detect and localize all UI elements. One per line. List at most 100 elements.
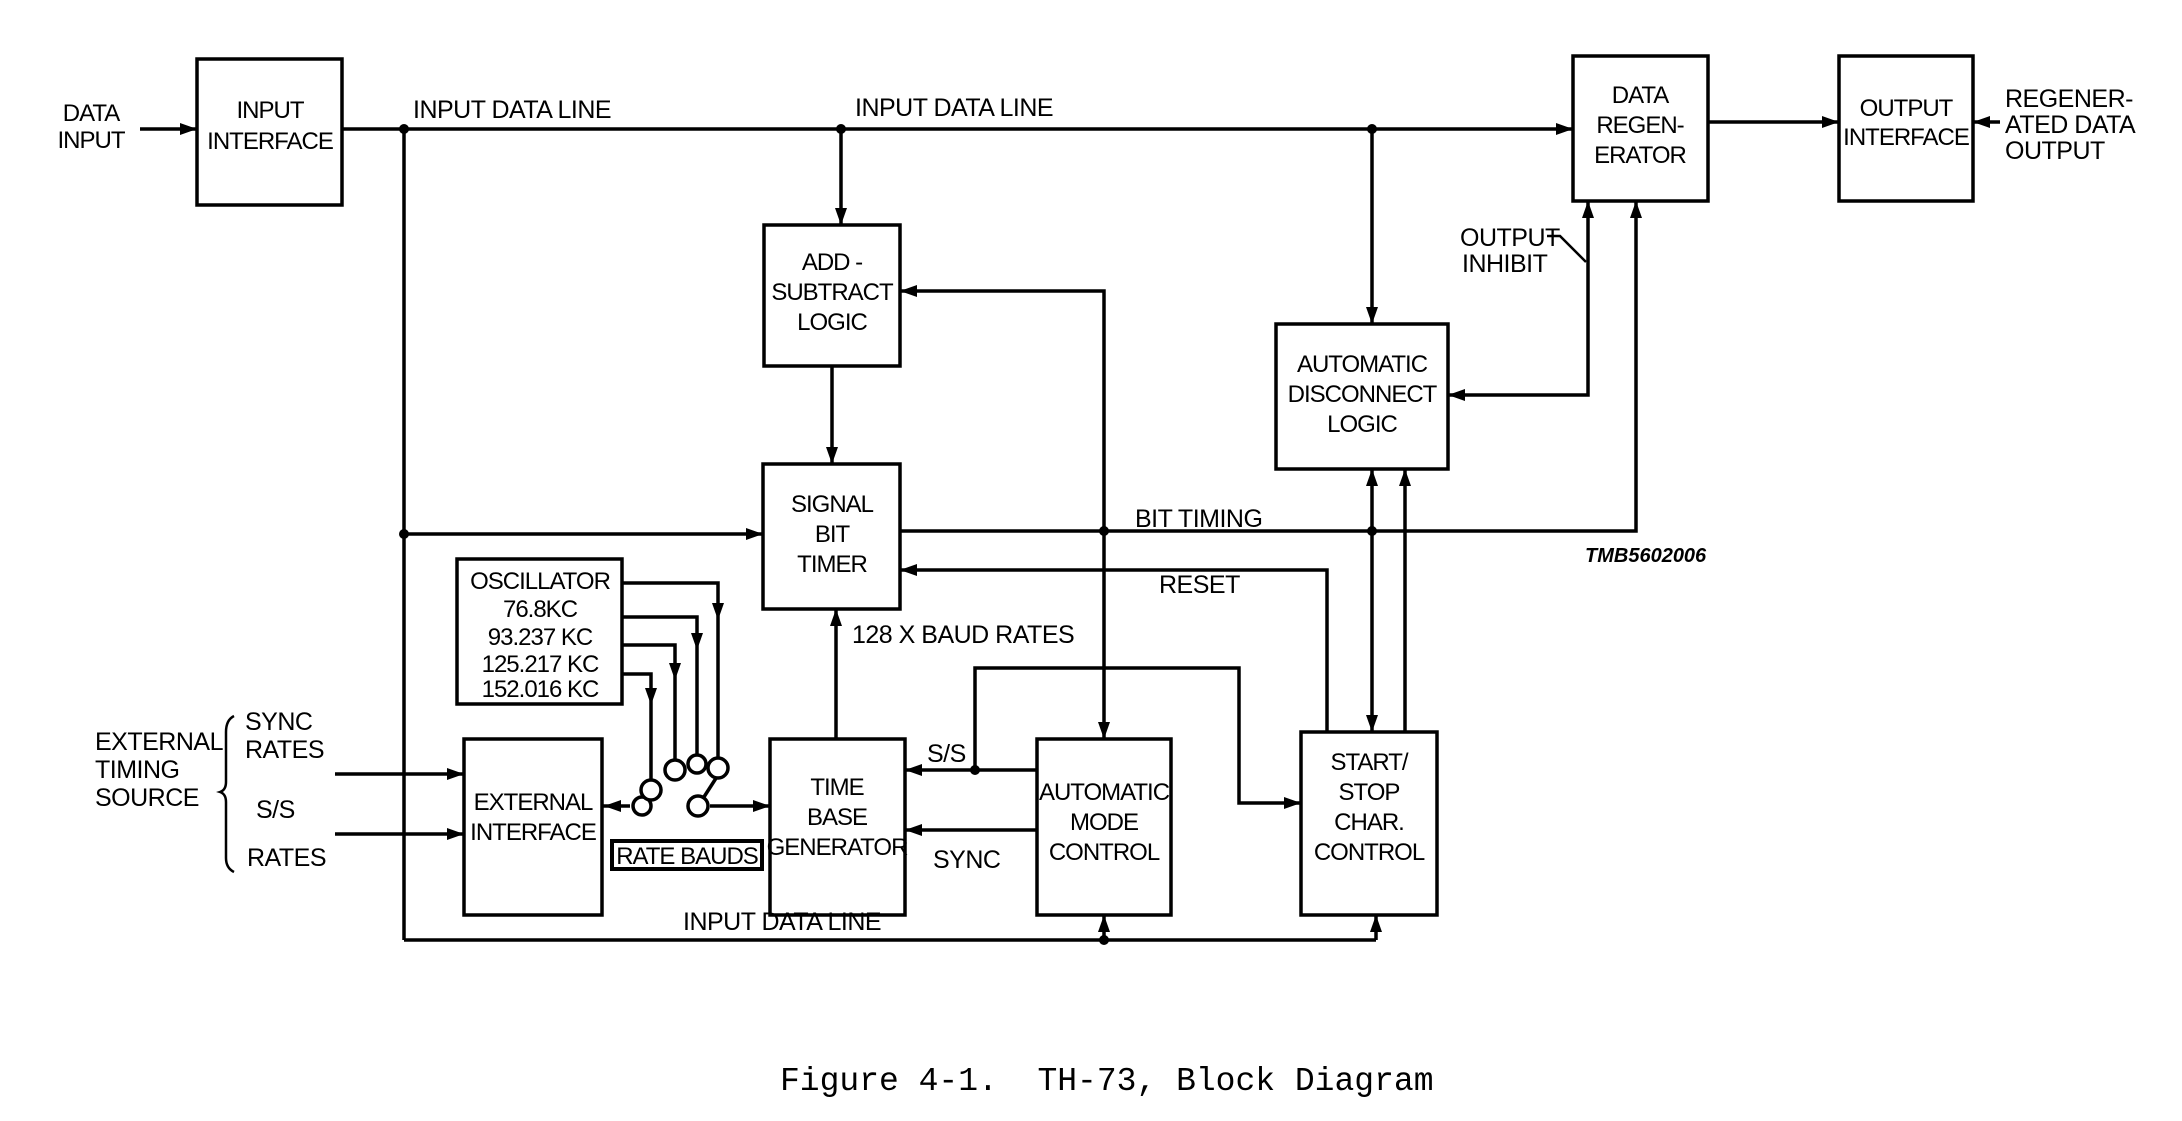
wire-ss-to-startstop bbox=[973, 666, 1301, 805]
switch-contact-icon[interactable] bbox=[686, 794, 710, 818]
brace-icon bbox=[216, 714, 235, 874]
regenerated-output-label: REGENER- bbox=[2005, 85, 2133, 113]
arrow-down-icon bbox=[835, 208, 847, 225]
block-label-line: OUTPUT bbox=[1860, 95, 1954, 122]
block-label-line: CONTROL bbox=[1049, 839, 1160, 866]
arrow-left-icon bbox=[900, 564, 917, 576]
data-input-label: DATA bbox=[63, 100, 120, 127]
block-label-line: DATA bbox=[1612, 82, 1669, 109]
block-label-line: BIT bbox=[815, 521, 851, 548]
wire-osc-93 bbox=[622, 643, 677, 762]
block-label-line: 125.217 KC bbox=[482, 651, 599, 678]
block-label-line: 152.016 KC bbox=[482, 676, 599, 703]
arrow-left-icon bbox=[905, 764, 922, 776]
output-inhibit-label: INHIBIT bbox=[1462, 250, 1548, 278]
data-input-label: INPUT bbox=[58, 127, 126, 154]
block-label-line: 93.237 KC bbox=[488, 624, 593, 651]
switch-contact-icon[interactable] bbox=[663, 758, 687, 782]
block-label-line: INTERFACE bbox=[207, 128, 333, 155]
block-label-line: MODE bbox=[1070, 809, 1138, 836]
arrow-up-icon bbox=[1370, 915, 1382, 932]
block-signal-bit-timer: SIGNAL BIT TIMER bbox=[761, 462, 902, 611]
rate-bauds-text: RATE BAUDS bbox=[616, 843, 758, 870]
sync-label: SYNC bbox=[933, 846, 1001, 874]
output-inhibit-label: OUTPUT bbox=[1460, 224, 1560, 252]
arrow-right-icon bbox=[180, 123, 197, 135]
block-start-stop-char-control: START/ STOP CHAR. CONTROL bbox=[1299, 730, 1439, 917]
block-label-line: START/ bbox=[1330, 749, 1408, 776]
regenerated-output-label: ATED DATA bbox=[2005, 111, 2136, 139]
wire-osc-125 bbox=[622, 615, 699, 755]
block-label-line: SUBTRACT bbox=[771, 279, 894, 306]
arrow-down-icon bbox=[826, 447, 838, 464]
arrow-up-icon bbox=[1366, 469, 1378, 486]
block-input-interface: INPUT INTERFACE bbox=[195, 57, 344, 207]
block-label-line: SIGNAL bbox=[791, 491, 874, 518]
block-label-line: 76.8KC bbox=[503, 596, 578, 623]
arrow-down-icon bbox=[669, 663, 681, 680]
wire-output-inhibit bbox=[1448, 201, 1590, 397]
block-label-line: OSCILLATOR bbox=[470, 568, 610, 595]
block-label-line: ERATOR bbox=[1594, 142, 1686, 169]
external-timing-source-label: EXTERNAL bbox=[95, 728, 224, 756]
block-output-interface: OUTPUT INTERFACE bbox=[1837, 54, 1975, 203]
junction-dot bbox=[1367, 124, 1377, 134]
arrow-left-icon bbox=[1973, 116, 1990, 128]
input-data-line-label: INPUT DATA LINE bbox=[855, 94, 1053, 122]
sync-rates-label: RATES bbox=[245, 736, 324, 764]
block-label-line: LOGIC bbox=[1327, 411, 1397, 438]
arrow-down-icon bbox=[645, 688, 657, 705]
wire-osc-152 bbox=[622, 581, 720, 760]
block-label-line: BASE bbox=[807, 804, 867, 831]
input-data-line-label: INPUT DATA LINE bbox=[413, 96, 611, 124]
block-label-line: ADD - bbox=[802, 249, 862, 276]
block-label-line: EXTERNAL bbox=[474, 789, 593, 816]
arrow-right-icon bbox=[1822, 116, 1839, 128]
block-external-interface: EXTERNAL INTERFACE bbox=[462, 737, 604, 917]
arrow-down-icon bbox=[691, 633, 703, 650]
wire-osc-76 bbox=[622, 672, 653, 780]
arrow-left-icon bbox=[905, 824, 922, 836]
arrow-left-icon bbox=[1448, 389, 1465, 401]
external-timing-source-label: TIMING bbox=[95, 756, 180, 784]
junction-dot bbox=[1099, 935, 1109, 945]
block-label-line: CONTROL bbox=[1314, 839, 1425, 866]
arrow-up-icon bbox=[1399, 469, 1411, 486]
ss-rates-label: RATES bbox=[247, 844, 326, 872]
block-automatic-mode-control: AUTOMATIC MODE CONTROL bbox=[1035, 737, 1173, 917]
reset-label: RESET bbox=[1159, 571, 1240, 599]
arrow-right-icon bbox=[447, 828, 464, 840]
arrow-right-icon bbox=[753, 800, 770, 812]
arrow-right-icon bbox=[1284, 797, 1301, 809]
block-label-line: STOP bbox=[1339, 779, 1400, 806]
switch-contact-icon[interactable] bbox=[639, 778, 663, 802]
figure-caption: Figure 4-1. TH-73, Block Diagram bbox=[780, 1063, 1434, 1100]
block-label-line: TIMER bbox=[797, 551, 867, 578]
arrow-up-icon bbox=[830, 609, 842, 626]
bit-timing-label: BIT TIMING bbox=[1135, 505, 1262, 533]
block-label-line: INPUT bbox=[237, 97, 305, 124]
arrow-down-icon bbox=[1366, 307, 1378, 324]
rate-bauds-switch[interactable] bbox=[631, 753, 730, 818]
drawing-code: TMB5602006 bbox=[1585, 545, 1707, 567]
wire-auto-mode-to-addsub bbox=[900, 289, 1106, 739]
signal-labels: DATA INPUT INPUT DATA LINE INPUT DATA LI… bbox=[58, 85, 2137, 936]
block-label-line: DISCONNECT bbox=[1288, 381, 1438, 408]
wire-reset bbox=[900, 568, 1329, 732]
arrow-up-icon bbox=[1582, 201, 1594, 218]
arrow-down-icon bbox=[1366, 715, 1378, 732]
block-automatic-disconnect-logic: AUTOMATIC DISCONNECT LOGIC bbox=[1274, 322, 1450, 471]
arrow-up-icon bbox=[1630, 201, 1642, 218]
block-label-line: LOGIC bbox=[797, 309, 867, 336]
block-label-line: CHAR. bbox=[1334, 809, 1404, 836]
switch-contact-icon[interactable] bbox=[686, 753, 708, 775]
switch-contact-icon[interactable] bbox=[706, 756, 730, 780]
arrow-down-icon bbox=[1098, 722, 1110, 739]
ss-rates-label: S/S bbox=[256, 796, 295, 824]
block-data-regenerator: DATA REGEN- ERATOR bbox=[1571, 54, 1710, 203]
junction-dot bbox=[1099, 526, 1109, 536]
block-label-line: AUTOMATIC bbox=[1297, 351, 1428, 378]
block-time-base-generator: TIME BASE GENERATOR bbox=[767, 737, 909, 917]
rate-bauds-label: RATE BAUDS bbox=[610, 839, 764, 871]
